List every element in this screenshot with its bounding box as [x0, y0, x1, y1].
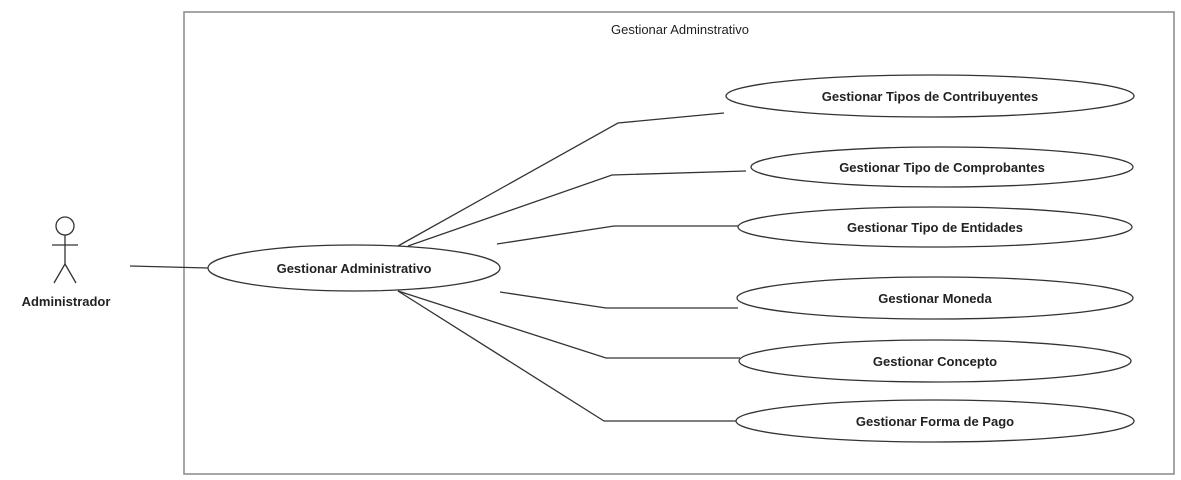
- connector-tipos-contribuyentes: [397, 112, 725, 247]
- main-use-case[interactable]: Gestionar Administrativo: [207, 244, 501, 292]
- use-case-tipo-comprobantes[interactable]: Gestionar Tipo de Comprobantes: [750, 146, 1134, 188]
- connector-tipo-entidades: [496, 225, 738, 245]
- use-case-moneda[interactable]: Gestionar Moneda: [736, 276, 1134, 320]
- actor-administrador[interactable]: Administrador: [22, 216, 111, 309]
- main-use-case-label: Gestionar Administrativo: [277, 261, 432, 276]
- use-case-ellipse: [735, 399, 1135, 443]
- stick-figure-icon: [52, 216, 78, 284]
- use-case-label: Gestionar Tipo de Entidades: [847, 220, 1023, 235]
- use-case-ellipse: [725, 74, 1135, 118]
- use-case-label: Gestionar Forma de Pago: [856, 414, 1014, 429]
- main-use-case-ellipse: [207, 244, 501, 292]
- connector-concepto: [397, 290, 740, 359]
- actor-label: Administrador: [22, 294, 111, 309]
- use-case-ellipse: [737, 206, 1133, 248]
- use-case-concepto[interactable]: Gestionar Concepto: [738, 339, 1132, 383]
- connector-forma-pago: [397, 290, 738, 422]
- use-case-label: Gestionar Tipos de Contribuyentes: [822, 89, 1038, 104]
- connector-moneda: [499, 291, 738, 309]
- use-case-ellipse: [750, 146, 1134, 188]
- actor-association-line: [129, 265, 209, 269]
- system-title: Gestionar Adminstrativo: [611, 22, 749, 37]
- use-case-ellipse: [738, 339, 1132, 383]
- connector-tipo-comprobantes: [407, 170, 747, 247]
- use-case-tipo-entidades[interactable]: Gestionar Tipo de Entidades: [737, 206, 1133, 248]
- use-case-ellipse: [736, 276, 1134, 320]
- use-case-label: Gestionar Tipo de Comprobantes: [839, 160, 1045, 175]
- use-case-tipos-contribuyentes[interactable]: Gestionar Tipos de Contribuyentes: [725, 74, 1135, 118]
- use-case-label: Gestionar Moneda: [878, 291, 992, 306]
- use-case-forma-pago[interactable]: Gestionar Forma de Pago: [735, 399, 1135, 443]
- use-case-label: Gestionar Concepto: [873, 354, 997, 369]
